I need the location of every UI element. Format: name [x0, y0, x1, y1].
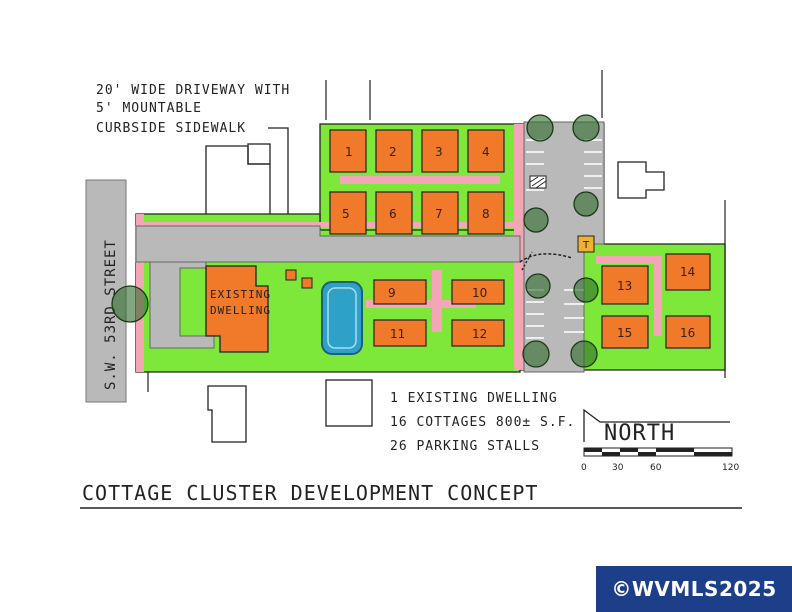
svg-text:8: 8	[482, 207, 490, 221]
svg-text:12: 12	[472, 327, 487, 341]
north-label: NORTH	[604, 421, 675, 446]
cottage-1: 1	[329, 129, 367, 173]
neighbor-building-outline	[325, 379, 373, 427]
cottage-8: 8	[467, 191, 505, 235]
neighbor-building-outline	[207, 385, 247, 443]
svg-text:6: 6	[389, 207, 397, 221]
stormwater-pond-edge	[327, 287, 357, 349]
svg-text:11: 11	[390, 327, 405, 341]
neighbor-building-outline	[617, 161, 665, 199]
svg-text:4: 4	[482, 145, 490, 159]
accessory-structure	[301, 277, 313, 289]
trash-pad-label: T	[582, 240, 590, 251]
cottage-3: 3	[421, 129, 459, 173]
driveway-note-line-2: 5' MOUNTABLE	[96, 101, 202, 116]
cottage-9: 9	[373, 279, 427, 305]
cottage-6: 6	[375, 191, 413, 235]
svg-text:10: 10	[472, 286, 487, 300]
existing-dwelling-driveway	[149, 261, 215, 349]
cottage-15: 15	[601, 315, 649, 349]
scale-tick-30: 30	[612, 463, 624, 473]
cottage-2: 2	[375, 129, 413, 173]
main-driveway	[135, 225, 521, 263]
scale-bar	[583, 447, 733, 457]
svg-text:16: 16	[680, 326, 695, 340]
svg-text:9: 9	[388, 286, 396, 300]
svg-text:1: 1	[345, 145, 353, 159]
cottage-16: 16	[665, 315, 711, 349]
cottage-10: 10	[451, 279, 505, 305]
svg-text:13: 13	[617, 279, 632, 293]
cottage-11: 11	[373, 319, 427, 347]
scale-tick-120: 120	[722, 463, 739, 473]
summary-parking: 26 PARKING STALLS	[390, 439, 540, 454]
neighbor-building-outline	[247, 143, 271, 165]
trash-pad	[577, 235, 595, 253]
summary-dwellings: 1 EXISTING DWELLING	[390, 391, 558, 406]
driveway-note-leader	[268, 127, 289, 248]
scale-tick-60: 60	[650, 463, 662, 473]
driveway-note-line-3: CURBSIDE SIDEWALK	[96, 121, 246, 136]
svg-text:14: 14	[680, 265, 695, 279]
accessory-structure	[285, 269, 297, 281]
driveway-note-line-1: 20' WIDE DRIVEWAY WITH	[96, 83, 290, 98]
svg-text:15: 15	[617, 326, 632, 340]
walkway	[432, 270, 442, 332]
existing-dwelling	[205, 265, 269, 353]
walkway	[340, 176, 500, 184]
existing-dwelling-label-1: EXISTING	[210, 288, 271, 301]
walkway	[654, 256, 662, 336]
cottage-12: 12	[451, 319, 505, 347]
cottage-7: 7	[421, 191, 459, 235]
north-arrow-icon	[583, 408, 730, 442]
cottage-5: 5	[329, 191, 367, 235]
walkway	[136, 222, 520, 228]
walkway	[596, 256, 662, 264]
tree-icon	[111, 114, 600, 368]
drawing-title: COTTAGE CLUSTER DEVELOPMENT CONCEPT	[82, 481, 538, 505]
neighbor-building-outline	[205, 145, 271, 217]
stormwater-pond	[321, 281, 363, 355]
svg-text:3: 3	[435, 145, 443, 159]
cottage-13: 13	[601, 265, 649, 305]
existing-dwelling-label-2: DWELLING	[210, 304, 271, 317]
scale-tick-0: 0	[581, 463, 587, 473]
summary-cottages: 16 COTTAGES 800± S.F.	[390, 415, 575, 430]
cottage-14: 14	[665, 253, 711, 291]
mls-watermark-badge: ©WVMLS2025	[596, 566, 792, 612]
svg-text:7: 7	[435, 207, 443, 221]
svg-text:5: 5	[342, 207, 350, 221]
cottage-4: 4	[467, 129, 505, 173]
street-label: S.W. 53RD STREET	[103, 239, 119, 390]
svg-text:2: 2	[389, 145, 397, 159]
crosswalk-path	[521, 251, 533, 271]
trash-enclosure-hatch	[529, 176, 547, 189]
